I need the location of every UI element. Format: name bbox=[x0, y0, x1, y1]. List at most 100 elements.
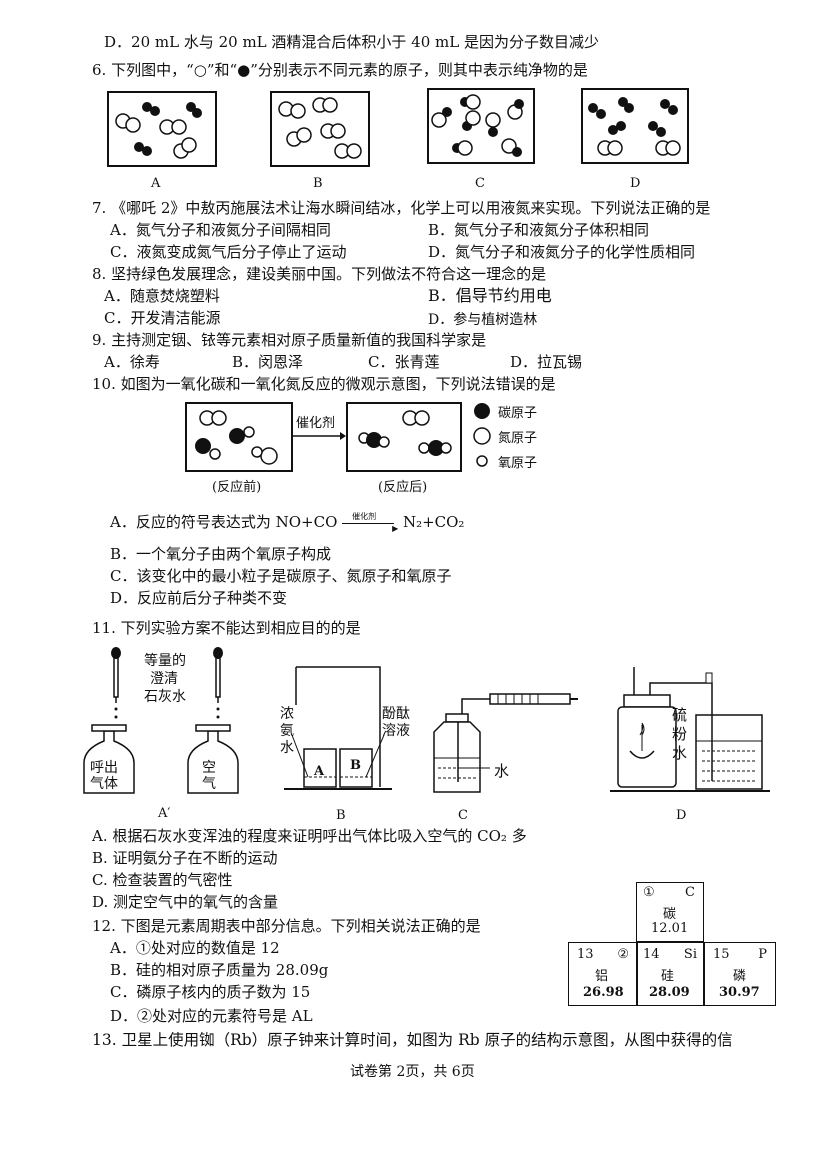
q8-option-d: D．参与植树造林 bbox=[428, 312, 538, 328]
q10-a-arrow: 催化剂 ▶ bbox=[342, 512, 398, 533]
q11-option-a: A. 根据石灰水变浑浊的程度来证明呼出气体比吸入空气的 CO₂ 多 bbox=[92, 827, 527, 845]
q6-label-d: D bbox=[630, 176, 641, 191]
pt-al-name: 铝 bbox=[595, 969, 609, 984]
q9-option-c: C．张青莲 bbox=[368, 353, 440, 371]
pt-p-number: 15 bbox=[713, 947, 730, 962]
pt-si-name: 硅 bbox=[661, 969, 675, 984]
q6-label-c: C bbox=[475, 176, 485, 191]
q10-before-particles bbox=[195, 410, 278, 465]
pt-al-number: 13 bbox=[577, 947, 594, 962]
q6-box-b bbox=[270, 91, 370, 167]
q10-legend-carbon: 碳原子 bbox=[498, 406, 538, 421]
q9-option-b: B．闵恩泽 bbox=[232, 353, 304, 371]
q7-option-c: C．液氮变成氮气后分子停止了运动 bbox=[110, 243, 347, 261]
pt-al-symbol: ② bbox=[617, 947, 629, 962]
q11-b-ammonia-1: 浓 bbox=[280, 706, 294, 722]
q7-option-a: A．氮气分子和液氮分子间隔相同 bbox=[110, 221, 331, 239]
q11-option-d: D. 测定空气中的氧气的含量 bbox=[92, 893, 279, 911]
q8-option-b: B．倡导节约用电 bbox=[428, 286, 552, 305]
pt-cell-carbon: ① C 碳 12.01 bbox=[636, 882, 704, 942]
q11-figure-a bbox=[83, 647, 239, 794]
q11-b-ammonia-3: 水 bbox=[280, 740, 294, 756]
q13-stem: 13. 卫星上使用铷（Rb）原子钟来计算时间，如图为 Rb 原子的结构示意图，从… bbox=[92, 1031, 733, 1049]
pt-p-name: 磷 bbox=[733, 969, 747, 984]
q11-figure-d bbox=[610, 667, 770, 792]
q6-particles-d bbox=[588, 97, 681, 156]
q6-particles-c bbox=[431, 94, 524, 157]
q8-option-c: C．开发清洁能源 bbox=[104, 309, 221, 327]
q10-legend-oxygen: 氧原子 bbox=[498, 456, 538, 471]
q11-label-c: C bbox=[458, 808, 468, 823]
pt-p-symbol: P bbox=[758, 947, 767, 962]
q12-stem: 12. 下图是元素周期表中部分信息。下列相关说法正确的是 bbox=[92, 917, 481, 935]
q7-option-d: D．氮气分子和液氮分子的化学性质相同 bbox=[428, 243, 696, 261]
pt-carbon-mass: 12.01 bbox=[651, 921, 689, 936]
pt-cell-phosphorus: 15 P 磷 30.97 bbox=[704, 942, 776, 1006]
q11-d-label-3: 水 bbox=[672, 744, 688, 762]
q6-particles-a bbox=[115, 102, 202, 159]
q11-stem: 11. 下列实验方案不能达到相应目的的是 bbox=[92, 619, 361, 637]
q11-b-phenol-2: 溶液 bbox=[382, 723, 410, 739]
q11-bottle-exhaled-1: 呼出 bbox=[90, 760, 118, 776]
q11-b-phenol: 酚酞 溶液 bbox=[382, 706, 410, 740]
q11-a-label-bot: 石灰水 bbox=[144, 689, 186, 705]
q11-a-label-top: 等量的 bbox=[144, 653, 186, 669]
q10-legend-icons bbox=[473, 403, 491, 467]
q10-option-b: B．一个氧分子由两个氧原子构成 bbox=[110, 545, 332, 563]
pt-carbon-name: 碳 bbox=[663, 907, 677, 922]
q11-b-ammonia: 浓 氨 水 bbox=[280, 706, 294, 757]
q10-before-box bbox=[185, 402, 293, 472]
q11-bottle-exhaled-2: 气体 bbox=[90, 776, 118, 792]
q7-stem: 7. 《哪吒 2》中敖丙施展法术让海水瞬间结冰，化学上可以用液氮来实现。下列说法… bbox=[92, 199, 711, 217]
q8-option-a: A．随意焚烧塑料 bbox=[104, 287, 220, 305]
q10-catalyst-label: 催化剂 bbox=[296, 416, 336, 431]
q11-figure-c bbox=[433, 693, 578, 793]
q6-particles-b bbox=[278, 97, 362, 159]
q10-option-d: D．反应前后分子种类不变 bbox=[110, 589, 288, 607]
q6-box-d bbox=[581, 88, 689, 164]
q11-d-label: 硫 粉 水 bbox=[672, 706, 687, 763]
pt-si-mass: 28.09 bbox=[649, 985, 690, 1000]
q9-stem: 9. 主持测定铟、铱等元素相对原子质量新值的我国科学家是 bbox=[92, 331, 487, 349]
q10-after-label: (反应后) bbox=[378, 480, 428, 495]
page-footer: 试卷第 2页，共 6页 bbox=[350, 1064, 475, 1080]
q11-a-label-mid: 澄清 bbox=[150, 671, 178, 687]
q6-box-c bbox=[427, 88, 535, 164]
q6-box-a bbox=[107, 91, 217, 167]
q10-after-particles bbox=[358, 410, 452, 456]
q6-stem: 6. 下列图中，“○”和“●”分别表示不同元素的原子，则其中表示纯净物的是 bbox=[92, 61, 588, 79]
q7-option-b: B．氮气分子和液氮分子体积相同 bbox=[428, 221, 650, 239]
pt-cell-aluminum: 13 ② 铝 26.98 bbox=[568, 942, 638, 1006]
q9-option-a: A．徐寿 bbox=[104, 353, 160, 371]
q9-option-d: D．拉瓦锡 bbox=[510, 353, 583, 371]
pt-si-number: 14 bbox=[643, 947, 660, 962]
q11-b-ammonia-2: 氨 bbox=[280, 723, 294, 739]
q11-bottle-air-1: 空 bbox=[202, 760, 216, 776]
pt-carbon-symbol: C bbox=[685, 885, 695, 900]
q11-d-label-1: 硫 bbox=[672, 706, 688, 724]
q11-bottle-exhaled: 呼出 气体 bbox=[90, 760, 118, 792]
q6-label-b: B bbox=[313, 176, 323, 191]
q10-arrow bbox=[292, 432, 346, 440]
q12-option-b: B．硅的相对原子质量为 28.09g bbox=[110, 961, 329, 979]
q11-bottle-air-2: 气 bbox=[202, 776, 216, 792]
q8-stem: 8. 坚持绿色发展理念，建设美丽中国。下列做法不符合这一理念的是 bbox=[92, 265, 547, 283]
q10-before-label: (反应前) bbox=[212, 480, 262, 495]
q11-label-a: A′ bbox=[158, 806, 171, 821]
q10-legend-nitrogen: 氮原子 bbox=[498, 431, 538, 446]
q11-figure-b bbox=[284, 666, 392, 790]
q11-d-label-2: 粉 bbox=[672, 725, 688, 743]
q10-after-box bbox=[346, 402, 462, 472]
q11-option-c: C. 检查装置的气密性 bbox=[92, 871, 233, 889]
q11-option-b: B. 证明氨分子在不断的运动 bbox=[92, 849, 278, 867]
pt-cell-silicon: 14 Si 硅 28.09 bbox=[636, 942, 704, 1006]
q11-b-beaker-a: A bbox=[314, 764, 325, 779]
q6-label-a: A bbox=[151, 176, 161, 191]
q10-a-catalyst: 催化剂 bbox=[352, 512, 377, 521]
q10-option-a: A．反应的符号表达式为 NO+CO 催化剂 ▶ N₂+CO₂ bbox=[110, 512, 464, 533]
q11-b-beaker-b: B bbox=[350, 758, 361, 773]
q12-option-d: D．②处对应的元素符号是 AL bbox=[110, 1007, 313, 1025]
q11-b-phenol-1: 酚酞 bbox=[382, 706, 410, 722]
q11-label-d: D bbox=[676, 808, 687, 823]
pt-si-symbol: Si bbox=[683, 947, 697, 962]
